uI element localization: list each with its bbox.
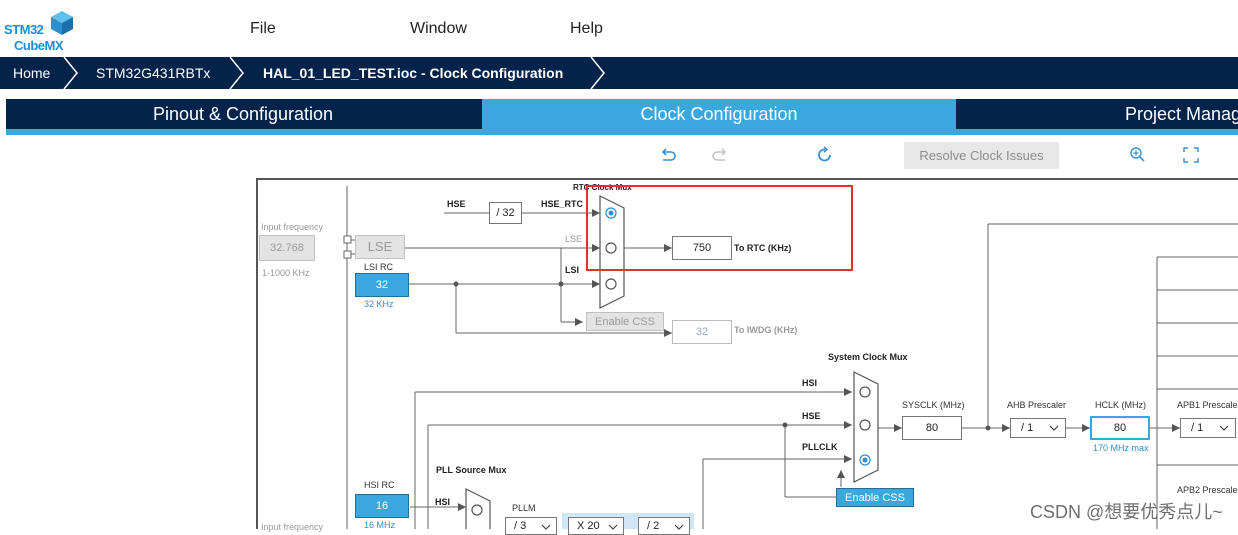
- plln-select[interactable]: X 20: [568, 517, 624, 535]
- to-iwdg-label: To IWDG (KHz): [734, 325, 798, 335]
- zoom-in-icon[interactable]: [1129, 146, 1147, 164]
- refresh-icon[interactable]: [816, 146, 834, 164]
- lsi-khz-label: 32 KHz: [364, 299, 394, 309]
- logo-stm32: STM32: [4, 22, 44, 37]
- breadcrumb-mcu[interactable]: STM32G431RBTx: [96, 65, 211, 81]
- tab-pinout[interactable]: Pinout & Configuration: [152, 104, 334, 124]
- highlight-box: [586, 185, 853, 271]
- ahb-prescaler-value: / 1: [1021, 422, 1034, 434]
- pllr-value: / 2: [647, 520, 660, 532]
- plln-value: X 20: [577, 520, 600, 532]
- hse-label: HSE: [447, 199, 466, 209]
- pllm-label: PLLM: [512, 503, 536, 513]
- lse-range-label: 1-1000 KHz: [262, 268, 310, 278]
- apb1-prescaler-value: / 1: [1191, 422, 1204, 434]
- breadcrumb-current[interactable]: HAL_01_LED_TEST.ioc - Clock Configuratio…: [263, 65, 564, 81]
- system-clock-mux-label: System Clock Mux: [828, 352, 908, 362]
- hse-rtc-label: HSE_RTC: [541, 199, 584, 209]
- ahb-prescaler-select[interactable]: / 1: [1010, 418, 1066, 438]
- fit-screen-icon[interactable]: [1182, 146, 1200, 164]
- menu-help[interactable]: Help: [570, 20, 603, 37]
- apb2-prescaler-label: APB2 Prescale: [1177, 485, 1238, 495]
- hclk-field[interactable]: 80: [1090, 416, 1150, 440]
- sys-mux-hsi-radio[interactable]: [858, 385, 872, 399]
- rtc-mux-lsi-radio[interactable]: [604, 277, 618, 291]
- pllm-select[interactable]: / 3: [505, 517, 557, 535]
- iwdg-frequency-field[interactable]: 32: [672, 320, 732, 344]
- lse-block[interactable]: LSE: [355, 235, 405, 259]
- enable-css-lse-button[interactable]: Enable CSS: [586, 312, 664, 331]
- rtc-mux-lse-radio[interactable]: [604, 241, 618, 255]
- to-rtc-label: To RTC (KHz): [734, 243, 792, 253]
- sysclk-field[interactable]: 80: [902, 416, 962, 440]
- redo-icon[interactable]: [711, 146, 729, 164]
- breadcrumb-chevron-icon: [590, 57, 605, 89]
- tab-project-manager[interactable]: Project Manag: [1125, 104, 1238, 124]
- lse-input-field[interactable]: 32.768: [259, 235, 315, 261]
- hclk-max-label: 170 MHz max: [1093, 443, 1149, 453]
- enable-css-hse-button[interactable]: Enable CSS: [836, 488, 914, 507]
- hsi-mhz-label: 16 MHz: [364, 520, 396, 530]
- hse-input-frequency-label: Input frequency: [261, 522, 324, 532]
- breadcrumb-chevron-icon: [63, 57, 78, 89]
- chevron-down-icon: [1219, 425, 1229, 431]
- menu-window[interactable]: Window: [410, 20, 467, 37]
- tab-bar: Pinout & Configuration Clock Configurati…: [6, 99, 1238, 135]
- hsi-rc-label: HSI RC: [364, 480, 395, 490]
- tab-clock-configuration[interactable]: Clock Configuration: [482, 99, 956, 129]
- sys-hsi-label: HSI: [802, 378, 818, 388]
- lsi-rc-block[interactable]: 32: [355, 273, 409, 297]
- chevron-down-icon: [541, 524, 551, 530]
- pllr-select[interactable]: / 2: [638, 517, 690, 535]
- sys-mux-pllclk-radio[interactable]: [858, 453, 872, 467]
- sys-mux-hse-radio[interactable]: [858, 418, 872, 432]
- chevron-down-icon: [1049, 425, 1059, 431]
- chevron-down-icon: [608, 524, 618, 530]
- lsi-rc-label: LSI RC: [364, 262, 394, 272]
- hse-div32-box: / 32: [489, 202, 522, 224]
- rtc-frequency-field[interactable]: 750: [672, 236, 732, 260]
- apb1-prescaler-select[interactable]: / 1: [1180, 418, 1236, 438]
- sys-hse-label: HSE: [802, 411, 821, 421]
- undo-icon[interactable]: [659, 146, 677, 164]
- hclk-label: HCLK (MHz): [1095, 400, 1146, 410]
- apb1-prescaler-label: APB1 Prescale: [1177, 400, 1238, 410]
- rtc-mux-hse-radio[interactable]: [604, 206, 618, 220]
- top-bar: STM32 CubeMX File Window Help: [0, 0, 1238, 57]
- chevron-down-icon: [674, 524, 684, 530]
- menu-file[interactable]: File: [250, 20, 276, 37]
- clock-diagram: [256, 178, 1238, 529]
- watermark: CSDN @想要优秀点儿~: [1030, 502, 1223, 522]
- breadcrumb-chevron-icon: [229, 57, 244, 89]
- pll-hsi-label: HSI: [435, 497, 451, 507]
- lsi-wire-label: LSI: [565, 265, 580, 275]
- ahb-prescaler-label: AHB Prescaler: [1007, 400, 1067, 410]
- tab-underline: [6, 129, 1238, 135]
- sysclk-label: SYSCLK (MHz): [902, 400, 965, 410]
- rtc-clock-mux-label: RTC Clock Mux: [573, 183, 632, 192]
- logo-cubemx: CubeMX: [14, 38, 64, 53]
- resolve-clock-issues-button[interactable]: Resolve Clock Issues: [904, 142, 1059, 169]
- pll-source-mux-label: PLL Source Mux: [436, 465, 507, 475]
- pllm-value: / 3: [514, 520, 527, 532]
- cube-logo-icon: [51, 11, 73, 35]
- breadcrumb-home[interactable]: Home: [13, 65, 51, 81]
- breadcrumb: Home STM32G431RBTx HAL_01_LED_TEST.ioc -…: [0, 57, 1238, 89]
- lse-input-frequency-label: Input frequency: [261, 222, 324, 232]
- hsi-rc-block[interactable]: 16: [355, 494, 409, 518]
- pll-src-hsi-radio[interactable]: [470, 503, 484, 517]
- lse-wire-label: LSE: [565, 234, 583, 244]
- sys-pllclk-label: PLLCLK: [802, 442, 838, 452]
